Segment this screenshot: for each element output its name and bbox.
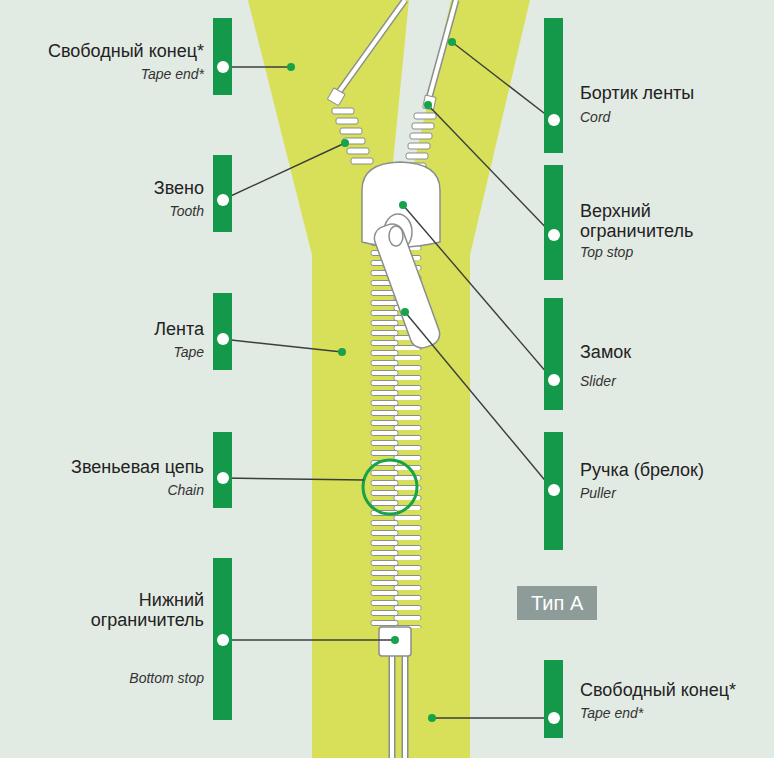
puller <box>371 221 443 352</box>
leader-lines <box>222 42 553 718</box>
label-marker: ЗамокSlider <box>544 298 563 410</box>
open-teeth <box>327 88 436 169</box>
part-name: Нижний ограничитель <box>79 590 204 630</box>
part-name-en: Chain <box>167 482 204 498</box>
label-marker: ЛентаTape <box>213 293 232 370</box>
label-marker: Свободный конец*Tape end* <box>213 18 232 95</box>
top-stop <box>327 88 345 106</box>
part-name-en: Slider <box>580 373 616 389</box>
part-name-en: Tape end* <box>141 66 204 82</box>
label-marker: Свободный конец*Tape end* <box>544 660 563 738</box>
part-name-en: Tooth <box>169 203 204 219</box>
marker-dot <box>217 634 229 646</box>
label-marker: Ручка (брелок)Puller <box>544 432 563 550</box>
label-marker: Верхний ограничительTop stop <box>544 165 563 280</box>
marker-dot <box>217 333 229 345</box>
part-name-en: Cord <box>580 109 610 125</box>
type-label: Тип А <box>531 591 583 615</box>
leader-dots <box>287 38 456 722</box>
part-name: Бортик ленты <box>580 83 694 103</box>
part-name-en: Tape <box>173 344 204 360</box>
label-marker: Бортик лентыCord <box>544 18 563 153</box>
part-name: Лента <box>154 319 204 339</box>
marker-dot <box>217 472 229 484</box>
part-name-en: Top stop <box>580 244 633 260</box>
part-name-en: Tape end* <box>580 705 643 721</box>
part-name: Замок <box>580 342 631 362</box>
label-marker: Нижний ограничительBottom stop <box>213 558 232 720</box>
label-marker: ЗвеноTooth <box>213 155 232 232</box>
type-badge: Тип А <box>517 586 597 620</box>
bottom-stop <box>379 627 411 656</box>
marker-dot <box>548 484 560 496</box>
part-name: Звено <box>154 178 204 198</box>
puller-hole <box>389 226 403 246</box>
marker-dot <box>548 374 560 386</box>
marker-dot <box>217 61 229 73</box>
part-name: Звеньевая цепь <box>71 457 204 477</box>
marker-dot <box>217 194 229 206</box>
marker-dot <box>548 114 560 126</box>
top-stop <box>423 95 436 110</box>
part-name-en: Puller <box>580 485 616 501</box>
part-name: Свободный конец* <box>48 41 204 61</box>
part-name-en: Bottom stop <box>129 670 204 686</box>
part-name: Верхний ограничитель <box>580 201 705 241</box>
label-marker: Звеньевая цепьChain <box>213 432 232 508</box>
chain-highlight <box>363 460 417 514</box>
part-name: Ручка (брелок) <box>580 460 704 480</box>
tape-gap <box>392 0 451 172</box>
marker-dot <box>548 229 560 241</box>
zipper-tape <box>248 0 530 758</box>
marker-dot <box>548 712 560 724</box>
part-name: Свободный конец* <box>580 680 736 700</box>
